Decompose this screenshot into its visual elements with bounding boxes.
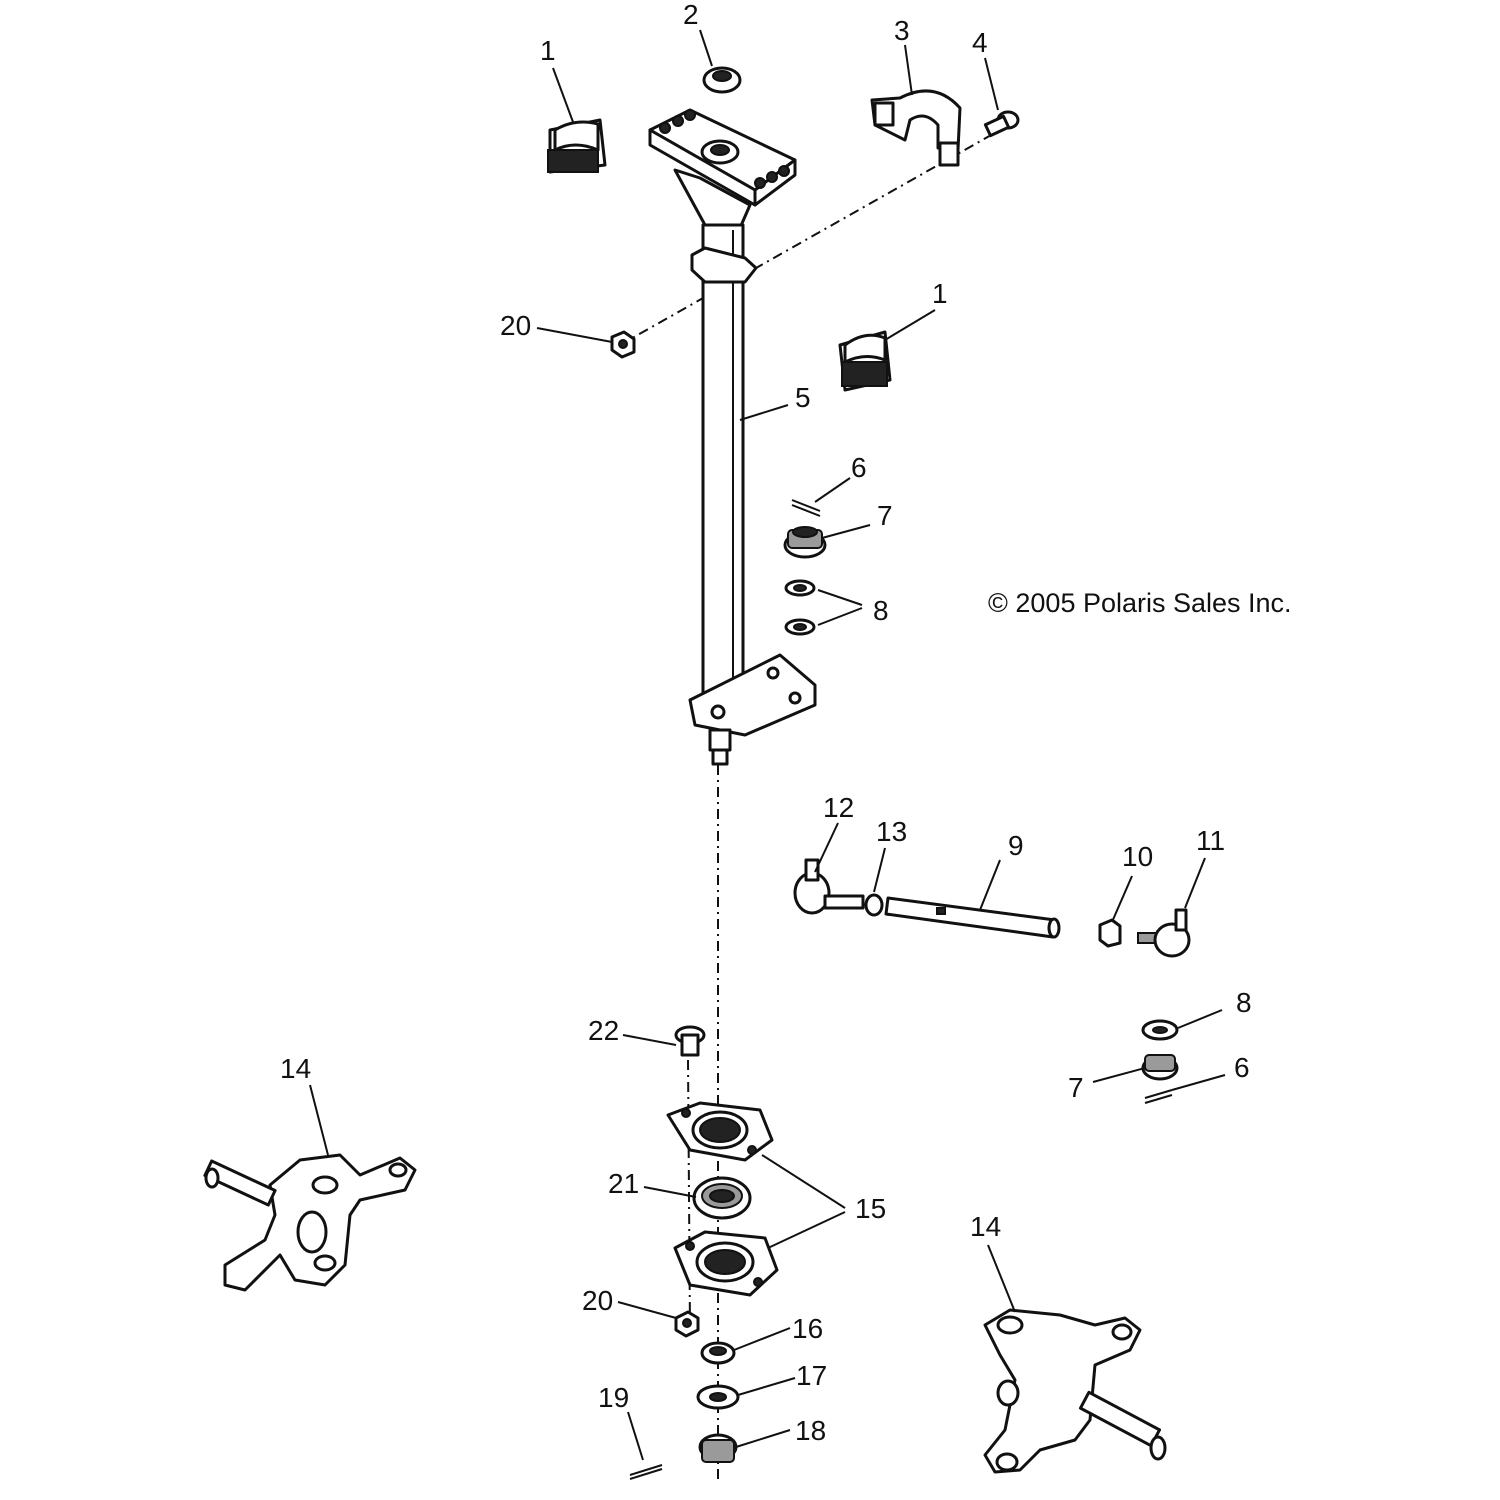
- cotter-pin-19: [629, 1464, 663, 1480]
- callout-14-left: 14: [280, 1053, 311, 1084]
- callout-20-lower: 20: [582, 1285, 613, 1316]
- callout-17: 17: [796, 1360, 827, 1391]
- callout-5: 5: [795, 382, 811, 413]
- callout-6-lower: 6: [1234, 1052, 1250, 1083]
- jam-nut-10: [1098, 918, 1122, 948]
- bolt-4: [983, 110, 1020, 138]
- callout-11: 11: [1196, 825, 1225, 856]
- jam-nut-13: [864, 893, 884, 917]
- clamp-3: [870, 89, 962, 167]
- castle-nut-18: [698, 1433, 738, 1463]
- callout-2: 2: [683, 0, 699, 30]
- assembly-lines: [619, 129, 1001, 1480]
- callout-3: 3: [894, 15, 910, 46]
- callout-7-lower: 7: [1068, 1072, 1084, 1103]
- spacer-16: [700, 1341, 736, 1365]
- callout-1-upper-left: 1: [540, 35, 556, 66]
- steering-post: [648, 108, 817, 766]
- bearing-flange-15-lower: [673, 1230, 779, 1297]
- washer-17: [696, 1384, 740, 1410]
- callout-21: 21: [608, 1168, 639, 1199]
- nut-20-lower: [674, 1310, 700, 1338]
- castle-nut-7-lower: [1141, 1054, 1179, 1081]
- callout-13: 13: [876, 816, 907, 847]
- callout-20-upper: 20: [500, 310, 531, 341]
- callout-15: 15: [855, 1193, 886, 1224]
- leader-lines: [309, 29, 1226, 1461]
- callout-19: 19: [598, 1382, 629, 1413]
- callout-22: 22: [588, 1015, 619, 1046]
- callout-10: 10: [1122, 841, 1153, 872]
- spindle-14-left: [203, 1153, 417, 1292]
- bushing-1-upper: [547, 118, 607, 174]
- spindle-14-right: [983, 1308, 1167, 1474]
- bushing-1-right: [838, 330, 892, 392]
- callout-6-upper: 6: [851, 452, 867, 483]
- bearing-flange-15-upper: [666, 1101, 774, 1162]
- nut-20-upper: [610, 330, 636, 359]
- callout-7-upper: 7: [877, 500, 893, 531]
- washer-8-lower: [1141, 1019, 1179, 1041]
- callout-labels: 1 2 3 4 1 20 5 6 7 8 © 2005 Polaris Sale…: [280, 0, 1292, 1446]
- cotter-pin-6-lower: [1144, 1089, 1173, 1104]
- tie-rod-end-12: [793, 858, 865, 915]
- callout-4: 4: [972, 27, 988, 58]
- washers-8-upper: [784, 579, 816, 636]
- grommet-2: [702, 66, 742, 94]
- tie-rod-end-11: [1137, 908, 1191, 958]
- callout-8-lower: 8: [1236, 987, 1252, 1018]
- callout-18: 18: [795, 1415, 826, 1446]
- callout-9: 9: [1008, 830, 1024, 861]
- bearing-21: [692, 1176, 752, 1220]
- callout-14-right: 14: [970, 1211, 1001, 1242]
- callout-8-upper: 8: [873, 595, 889, 626]
- tie-rod-9: [884, 896, 1061, 939]
- callout-16: 16: [792, 1313, 823, 1344]
- rivet-22: [674, 1025, 706, 1057]
- castle-nut-7-upper: [783, 526, 827, 559]
- copyright-notice: © 2005 Polaris Sales Inc.: [988, 588, 1292, 618]
- callout-1-right: 1: [932, 278, 948, 309]
- cotter-pin-6-upper: [791, 499, 821, 517]
- callout-12: 12: [823, 792, 854, 823]
